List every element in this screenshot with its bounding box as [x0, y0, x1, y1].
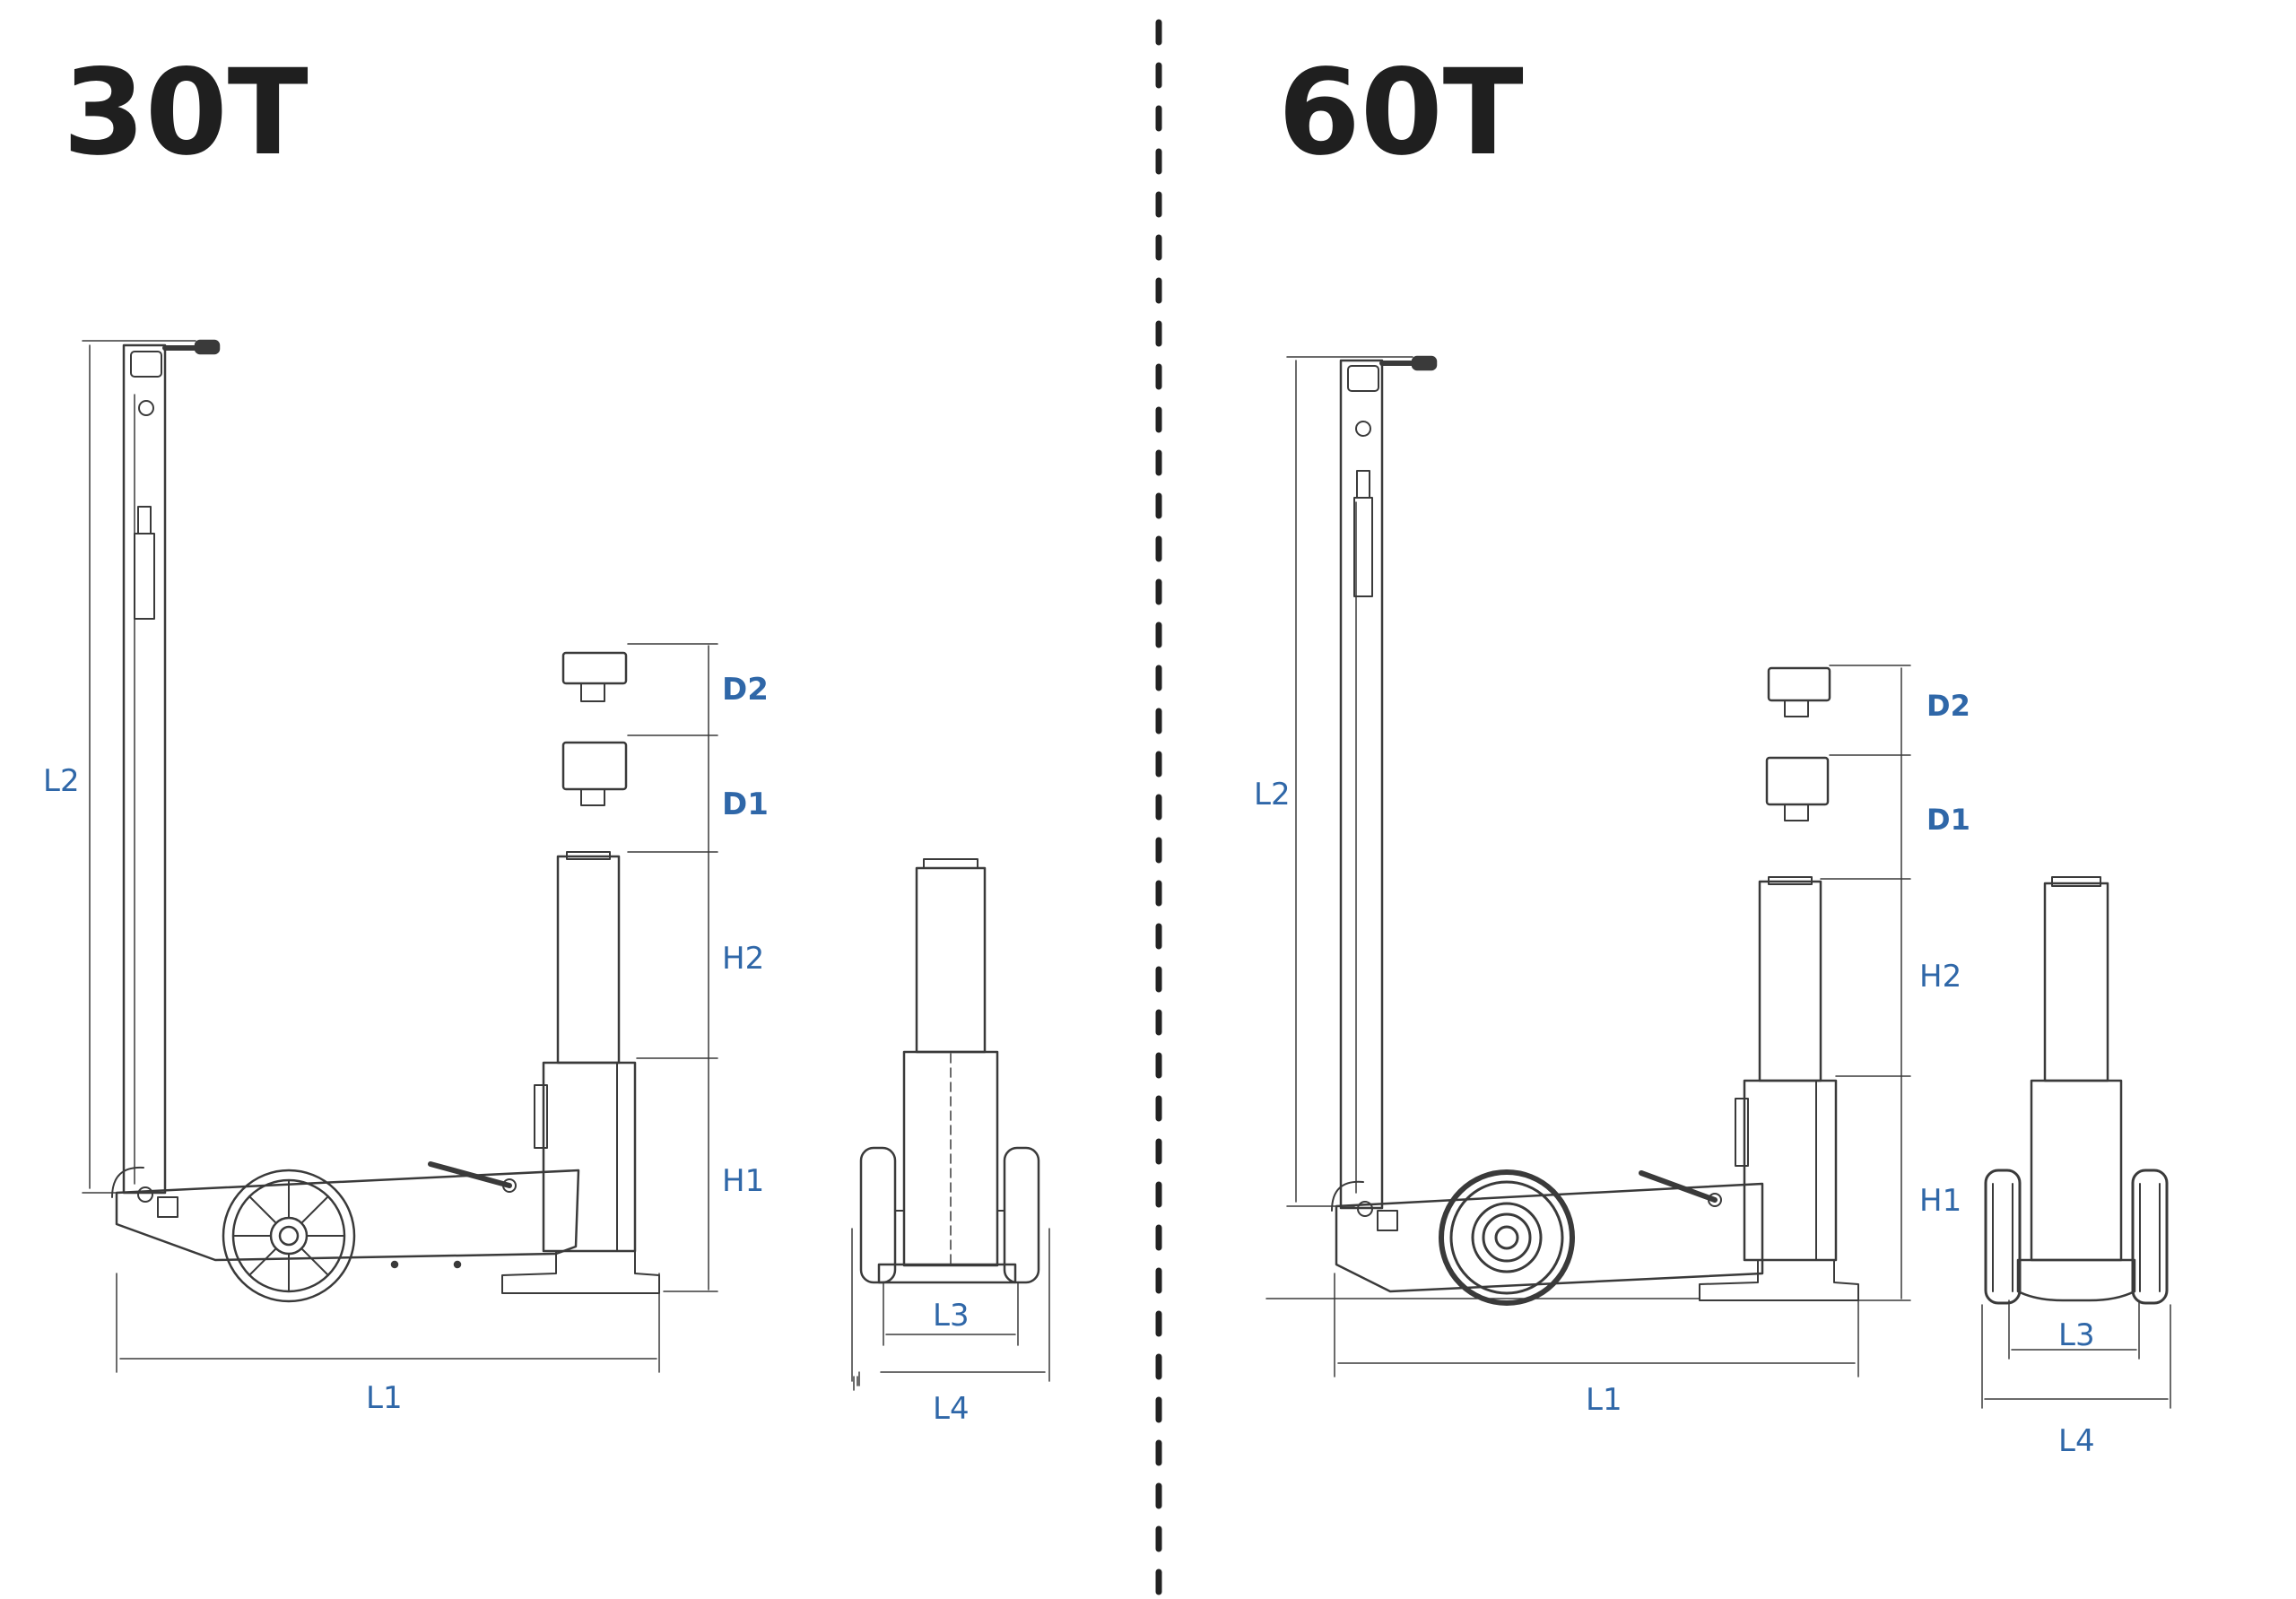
extension-d1-60t [1765, 756, 1830, 806]
front-wheel-right-30t [1003, 1146, 1040, 1284]
front-ram-60t [2043, 882, 2109, 1082]
handle-30t [122, 343, 167, 1195]
jack-60t-side-view [1331, 355, 1859, 1306]
handle-60t [1339, 359, 1384, 1210]
label-d1-60t: D1 [1926, 803, 1970, 837]
label-l1-30t: L1 [366, 1380, 403, 1416]
dimensions-60t [1265, 356, 1911, 1377]
label-h2-30t: H2 [722, 941, 764, 977]
label-l4-60t: L4 [2058, 1423, 2095, 1459]
title-30t: 30T [63, 44, 309, 182]
lower-cylinder-30t [542, 1061, 637, 1253]
labels-30t: L2 D2 D1 H2 H1 L1 L3 L4 [43, 672, 970, 1427]
jack-30t-side-view [111, 339, 660, 1303]
lower-cylinder-60t [1743, 1079, 1838, 1262]
label-l2-30t: L2 [43, 763, 80, 799]
dimensions-30t [82, 340, 1050, 1391]
base-60t [1335, 1182, 1764, 1293]
label-h1-30t: H1 [722, 1163, 764, 1199]
wheel-60t [1439, 1169, 1575, 1306]
label-d2-60t: D2 [1926, 689, 1970, 723]
front-cylinder-60t [2030, 1079, 2123, 1262]
label-l1-60t: L1 [1586, 1382, 1622, 1418]
jack-60t-front-view [1981, 876, 2171, 1409]
extension-d1-30t [561, 741, 628, 791]
label-h2-60t: H2 [1919, 959, 1961, 995]
label-h1-60t: H1 [1919, 1183, 1961, 1219]
wheel-30t [222, 1169, 356, 1303]
front-wheel-left-30t [859, 1146, 897, 1284]
title-60t: 60T [1278, 44, 1524, 182]
labels-60t: L2 D2 D1 H2 H1 L1 L3 L4 [1254, 689, 2095, 1459]
upper-ram-60t [1758, 880, 1822, 1082]
front-ram-30t [915, 866, 987, 1054]
upper-ram-30t [556, 855, 621, 1065]
label-d1-30t: D1 [722, 786, 769, 822]
jack-30t-front-view [859, 858, 1040, 1346]
label-l2-60t: L2 [1254, 777, 1291, 813]
label-l3-60t: L3 [2058, 1317, 2095, 1353]
label-l3-30t: L3 [933, 1298, 970, 1334]
label-d2-30t: D2 [722, 672, 769, 708]
front-wheel-left-60t [1984, 1169, 2022, 1305]
extension-d2-30t [561, 651, 628, 685]
label-l4-30t: L4 [933, 1391, 970, 1427]
front-wheel-right-60t [2131, 1169, 2169, 1305]
extension-d2-60t [1767, 666, 1831, 702]
